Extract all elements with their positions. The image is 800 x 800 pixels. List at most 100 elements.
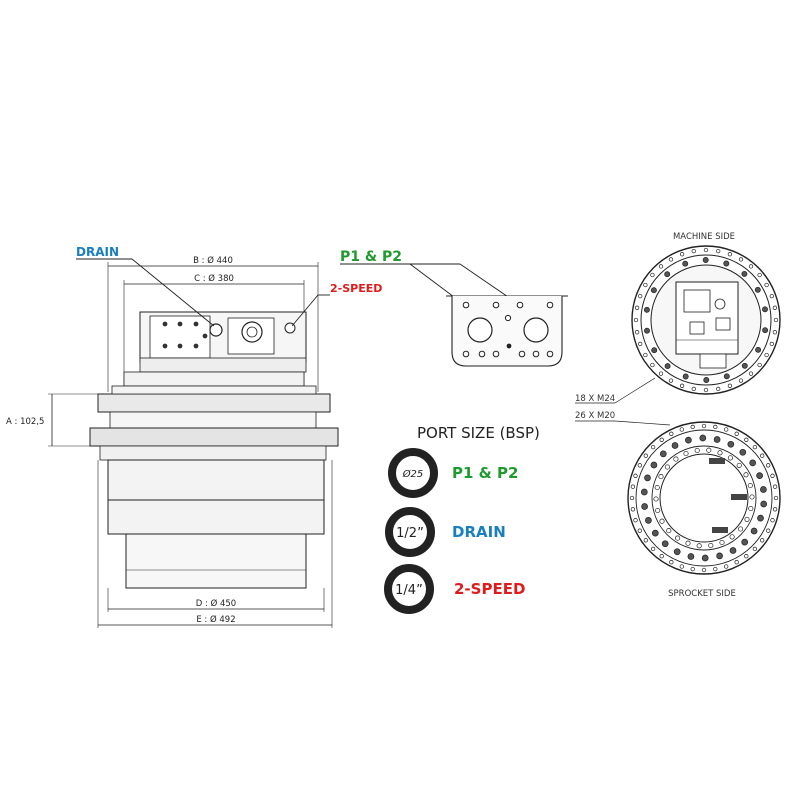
bolt-hole [756, 472, 763, 479]
bolt-hole [703, 247, 709, 253]
bolt-hole [748, 371, 754, 376]
bolt-hole [741, 270, 748, 277]
bolt-hole [744, 437, 749, 442]
bolt-hole [738, 378, 744, 383]
port-detail-view: P1 & P2 [340, 249, 568, 367]
bolt-hole [643, 538, 648, 543]
bolt-hole [650, 272, 655, 278]
port-name-two-speed: 2-SPEED [454, 580, 525, 598]
legend-row-p1-p2: Ø25 P1 & P2 [388, 448, 518, 498]
port-size-two-speed: 1/4” [395, 583, 423, 598]
bolt-hole [770, 518, 775, 523]
bolt-hole [760, 500, 768, 508]
bolt-hole [708, 542, 714, 549]
bolt-hole [727, 455, 733, 461]
bolt-hole [772, 330, 778, 335]
bolt-hole [685, 436, 692, 444]
bolt-hole [752, 546, 758, 552]
bolt-hole [738, 526, 744, 532]
port-ring-two-speed [384, 564, 434, 614]
bolt-hole [669, 431, 674, 436]
bolt-hole [633, 317, 639, 323]
bolt-hole [679, 383, 685, 388]
bolt-hole [658, 474, 664, 480]
bolt-hole [650, 287, 657, 294]
bolt-hole [713, 424, 718, 430]
legend-row-two-speed: 1/4” 2-SPEED [384, 564, 525, 614]
bolt-hole [651, 529, 659, 537]
bolt-hole [650, 444, 656, 450]
bolt-hole [727, 440, 735, 448]
bolt-hole [713, 566, 718, 572]
bolt-hole [727, 252, 733, 257]
bolt-hole [640, 488, 648, 496]
dim-c-label: C : Ø 380 [194, 273, 234, 284]
bolt-hole [699, 434, 707, 442]
bolt-hole [696, 543, 702, 549]
bolt-hole [748, 264, 754, 269]
bolt-hole [706, 447, 712, 453]
port-name-p1-p2: P1 & P2 [452, 464, 518, 482]
bolt-hole [643, 306, 650, 313]
p1-p2-callout-label: P1 & P2 [340, 249, 402, 265]
bolt-hole [717, 450, 723, 456]
bolt-hole [634, 305, 640, 310]
bolt-hole [764, 352, 769, 358]
bolt-hole [703, 387, 709, 393]
bolt-hole [760, 453, 765, 458]
bolt-hole [770, 473, 775, 478]
bolt-hole [773, 495, 779, 501]
bolt-hole [643, 352, 648, 358]
bolt-hole [690, 424, 695, 430]
bolt-hole [769, 293, 774, 299]
bolt-hole [744, 516, 750, 522]
bolt-hole [659, 518, 665, 524]
bolt-hole [644, 474, 651, 482]
bolt-hole [762, 306, 768, 313]
bolt-hole [691, 386, 696, 392]
bolt-hole [655, 507, 661, 514]
bolt-hole [645, 517, 652, 524]
bolt-hole [634, 330, 640, 335]
bolt-hole [773, 317, 779, 323]
machine-bolt-spec: 18 X M24 [575, 394, 615, 404]
bolt-hole [659, 450, 667, 458]
bolt-hole [671, 442, 679, 449]
bolt-hole [638, 341, 643, 347]
bolt-hole [675, 535, 681, 541]
bolt-hole [734, 431, 739, 436]
bolt-hole [650, 362, 655, 368]
bolt-hole [772, 507, 778, 512]
bolt-hole [752, 444, 758, 450]
sprocket-bolt-spec: 26 X M20 [575, 411, 615, 421]
bolt-hole [757, 362, 762, 368]
bolt-hole [664, 271, 671, 278]
bolt-hole [764, 282, 769, 288]
bolt-hole [658, 264, 664, 269]
bolt-hole [654, 484, 660, 491]
bolt-hole [757, 272, 762, 278]
sprocket-side-bolt-ring [629, 423, 779, 573]
bolt-hole [701, 423, 707, 429]
bolt-hole [650, 546, 656, 552]
bolt-hole [747, 482, 753, 489]
drain-callout-label: DRAIN [76, 245, 119, 259]
bolt-hole [701, 567, 707, 573]
bolt-hole [750, 527, 758, 535]
bolt-hole [668, 378, 674, 383]
bolt-hole [736, 462, 742, 468]
bolt-hole [739, 448, 747, 456]
bolt-hole [664, 464, 670, 470]
bolt-hole [723, 373, 730, 380]
bolt-hole [694, 447, 700, 454]
side-elevation-view: B : Ø 440 C : Ø 380 [6, 245, 382, 628]
bolt-hole [744, 554, 749, 559]
bolt-hole [741, 538, 749, 546]
two-speed-callout-label: 2-SPEED [330, 282, 382, 295]
port-size-drain: 1/2” [396, 526, 424, 541]
bolt-hole [641, 503, 648, 510]
bolt-hole [723, 260, 730, 267]
bolt-hole [701, 554, 709, 562]
bolt-hole [659, 554, 664, 559]
